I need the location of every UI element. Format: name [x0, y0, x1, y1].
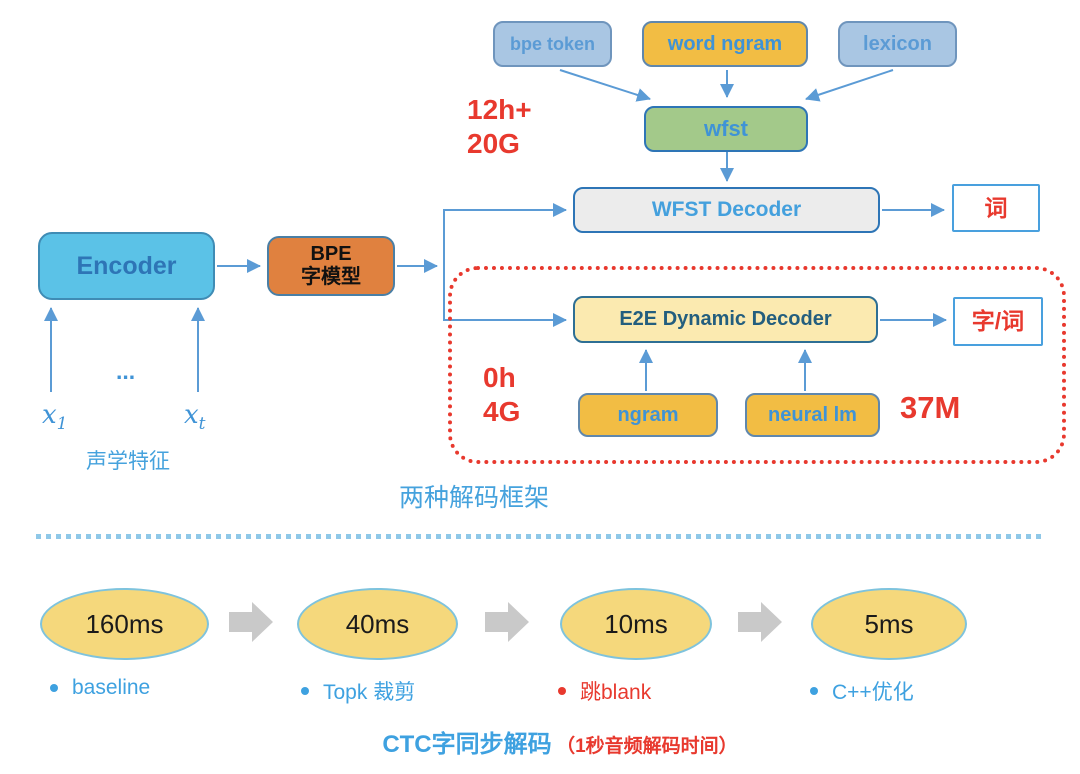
bullet-icon — [558, 687, 566, 695]
word-output-box: 词 — [952, 184, 1040, 232]
input-ellipsis: ... — [116, 358, 136, 384]
ngram-label: ngram — [617, 403, 679, 426]
neural-lm-label: neural lm — [768, 403, 857, 426]
neural-lm-box: neural lm — [745, 393, 880, 437]
e2e-region-outline — [448, 266, 1066, 464]
word-ngram-box: word ngram — [642, 21, 808, 67]
word-ngram-label: word ngram — [667, 32, 783, 55]
bpe-model-line1: BPE — [310, 243, 352, 265]
input-x1: x1 — [42, 400, 68, 434]
bullet-icon — [50, 684, 58, 692]
input-x1-sub: 1 — [56, 414, 68, 435]
timeline-caption-paren: （1秒音频解码时间） — [556, 736, 738, 757]
e2e-cost-label: 0h 4G — [483, 361, 520, 428]
stage-time: 160ms — [85, 608, 164, 639]
wfst-box: wfst — [644, 106, 808, 152]
stage-arrow-icon — [485, 602, 529, 642]
stage-ellipse-10ms: 10ms — [560, 588, 712, 660]
connector-bpetoken-to-wfst — [559, 69, 651, 102]
stage-note-baseline: baseline — [50, 676, 150, 700]
wfst-cost-line2: 20G — [467, 127, 520, 159]
ngram-box: ngram — [578, 393, 718, 437]
stage-note-label: 跳blank — [580, 681, 652, 704]
input-xt: xt — [184, 400, 206, 434]
wfst-decoder-label: WFST Decoder — [651, 197, 802, 221]
encoder-label: Encoder — [76, 251, 177, 280]
bpe-token-box: bpe token — [493, 21, 612, 67]
char-output-box: 字/词 — [953, 297, 1043, 346]
connector-lexicon-to-wfst — [805, 69, 894, 102]
section-divider — [36, 534, 1046, 539]
stage-time: 40ms — [345, 608, 410, 639]
bullet-icon — [810, 687, 818, 695]
input-xt-base: x — [184, 400, 199, 430]
wfst-cost-line1: 12h+ — [467, 94, 532, 125]
stage-note-skip-blank: 跳blank — [558, 676, 651, 706]
lexicon-label: lexicon — [863, 32, 932, 55]
wfst-label: wfst — [704, 116, 748, 142]
bpe-model-line2: 字模型 — [301, 266, 361, 288]
e2e-decoder-label: E2E Dynamic Decoder — [619, 308, 832, 330]
stage-note-cpp: C++优化 — [810, 676, 914, 706]
bpe-model-box: BPE 字模型 — [267, 236, 395, 296]
e2e-cost-line1: 0h — [483, 362, 516, 393]
framework-caption: 两种解码框架 — [399, 484, 550, 512]
model-size-label: 37M — [900, 390, 961, 425]
acoustic-feature-caption: 声学特征 — [86, 450, 170, 473]
e2e-decoder-box: E2E Dynamic Decoder — [573, 296, 878, 343]
wfst-cost-label: 12h+ 20G — [467, 93, 532, 160]
stage-arrow-icon — [229, 602, 273, 642]
timeline-caption: CTC字同步解码 （1秒音频解码时间） — [20, 724, 1080, 759]
timeline-caption-main: CTC字同步解码 — [382, 731, 552, 758]
char-output-label: 字/词 — [971, 308, 1025, 335]
stage-time: 10ms — [604, 608, 668, 639]
lexicon-box: lexicon — [838, 21, 957, 67]
wfst-decoder-box: WFST Decoder — [573, 187, 880, 233]
stage-ellipse-5ms: 5ms — [811, 588, 967, 660]
stage-ellipse-40ms: 40ms — [297, 588, 458, 660]
stage-ellipse-160ms: 160ms — [40, 588, 209, 660]
input-xt-sub: t — [198, 414, 206, 435]
bullet-icon — [301, 687, 309, 695]
stage-note-label: C++优化 — [832, 681, 914, 704]
stage-note-label: baseline — [72, 676, 151, 699]
word-output-label: 词 — [984, 194, 1008, 221]
encoder-box: Encoder — [38, 232, 215, 300]
e2e-cost-line2: 4G — [483, 395, 521, 427]
stage-arrow-icon — [738, 602, 782, 642]
input-x1-base: x — [42, 400, 57, 430]
stage-note-label: Topk 裁剪 — [323, 681, 416, 704]
bpe-token-label: bpe token — [509, 33, 595, 54]
stage-time: 5ms — [864, 608, 914, 639]
stage-note-topk: Topk 裁剪 — [301, 676, 415, 706]
